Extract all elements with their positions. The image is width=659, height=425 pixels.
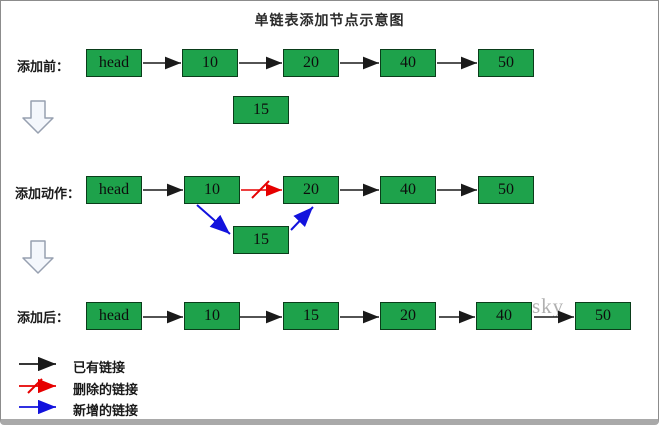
- node-box-20: 20: [380, 302, 436, 330]
- node-box-50: 50: [575, 302, 631, 330]
- row-label-action: 添加动作：: [15, 186, 81, 201]
- node-box-head: head: [86, 302, 142, 330]
- node-box-40: 40: [380, 49, 436, 77]
- node-box-15-detached: 15: [233, 96, 289, 124]
- node-box-head: head: [86, 176, 142, 204]
- node-box-10: 10: [184, 176, 240, 204]
- node-box-15-inserting: 15: [233, 226, 289, 254]
- legend-deleted-arrow-icon: [19, 378, 56, 394]
- deleted-link-arrow: [241, 180, 282, 199]
- legend-label-deleted: 删除的链接: [73, 382, 139, 397]
- node-box-40: 40: [380, 176, 436, 204]
- node-box-20: 20: [283, 49, 339, 77]
- node-box-50: 50: [478, 49, 534, 77]
- node-box-40: 40: [476, 302, 532, 330]
- node-box-15: 15: [283, 302, 339, 330]
- node-box-10: 10: [184, 302, 240, 330]
- node-box-50: 50: [478, 176, 534, 204]
- node-box-10: 10: [182, 49, 238, 77]
- legend-label-added: 新增的链接: [73, 403, 139, 418]
- row-label-after: 添加后：: [17, 310, 70, 325]
- legend-label-existing: 已有链接: [73, 360, 126, 375]
- row-label-before: 添加前：: [17, 59, 70, 74]
- down-arrow-icon: [22, 240, 54, 274]
- down-arrow-icon: [22, 100, 54, 134]
- diagram-title: 单链表添加节点示意图: [254, 12, 405, 28]
- watermark-text: sky: [532, 294, 565, 318]
- node-box-20: 20: [283, 176, 339, 204]
- node-box-head: head: [86, 49, 142, 77]
